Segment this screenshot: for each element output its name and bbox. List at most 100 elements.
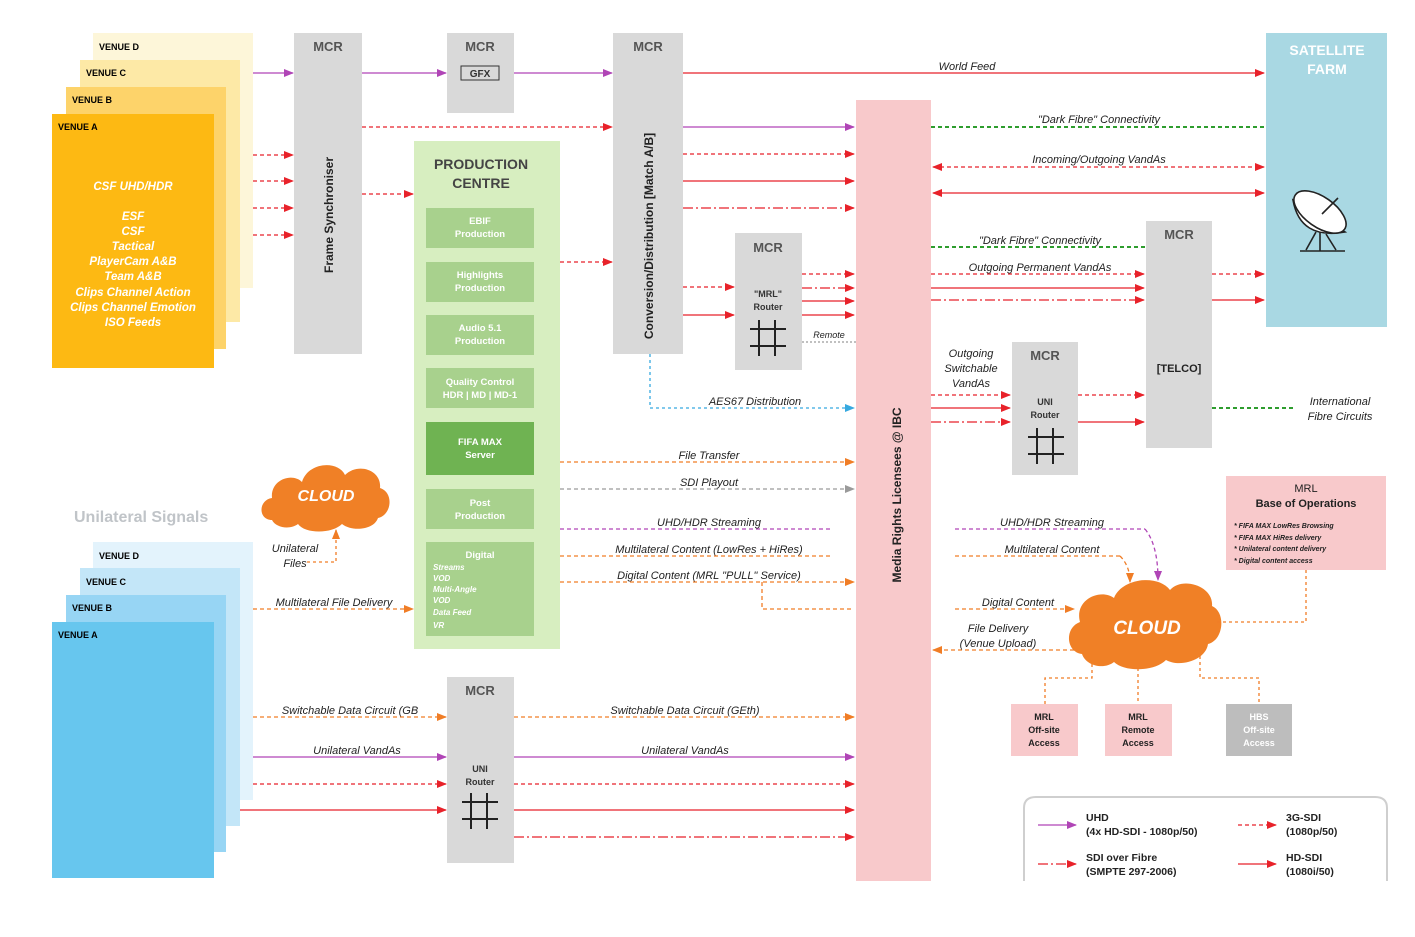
- unilateral-files-label-1: Unilateral: [272, 543, 319, 555]
- audio-box: [426, 315, 534, 355]
- remote-label: Remote: [813, 330, 845, 340]
- intl-fibre-label-1: International: [1310, 396, 1371, 408]
- post-label-1: Post: [470, 498, 491, 509]
- outgoing-switchable-label-1: Outgoing: [949, 348, 995, 360]
- legend-uhd-2: (4x HD-SDI - 1080p/50): [1086, 826, 1197, 838]
- quality-control-label-1: Quality Control: [446, 377, 515, 388]
- venue-a-card-bottom: [52, 622, 214, 878]
- mcr-conversion-box: [613, 33, 683, 354]
- uni-router-right-grid-icon: [1028, 428, 1064, 464]
- mrl-router-label-2: Router: [754, 302, 783, 312]
- intl-fibre-label-2: Fibre Circuits: [1308, 411, 1373, 423]
- mcr-gfx-box: [447, 33, 514, 113]
- digital-title: Digital: [465, 550, 494, 561]
- file-transfer-label: File Transfer: [679, 450, 741, 462]
- legend-3g-2: (1080p/50): [1286, 826, 1337, 838]
- mcr-uni-router-bottom-box: [447, 677, 514, 863]
- feed-tactical: Tactical: [112, 241, 155, 253]
- satellite-farm-box: [1266, 33, 1387, 327]
- quality-control-label-2: HDR | MD | MD-1: [443, 390, 518, 401]
- mcr-mrl-router-box: [735, 233, 802, 370]
- incoming-outgoing-label: Incoming/Outgoing VandAs: [1032, 154, 1166, 166]
- cloud-right-shape: [1068, 580, 1222, 670]
- digital-item: VR: [433, 621, 444, 630]
- aes67-label: AES67 Distribution: [708, 396, 801, 408]
- access-label: Access: [1122, 738, 1154, 748]
- ebif-label-1: EBIF: [469, 216, 491, 227]
- multilateral-lowres-label: Multilateral Content (LowRes + HiRes): [615, 544, 803, 556]
- access-label: Off-site: [1028, 725, 1060, 735]
- dark-fibre-label-2: "Dark Fibre" Connectivity: [979, 235, 1103, 247]
- access-label: MRL: [1034, 712, 1054, 722]
- digital-item: VOD: [433, 574, 451, 583]
- venue-stack-top: VENUE D VENUE C VENUE B VENUE A CSF UHD/…: [52, 33, 253, 368]
- mcr-label-5: MCR: [1164, 227, 1194, 242]
- file-delivery-label-1: File Delivery: [968, 623, 1030, 635]
- highlights-label-1: Highlights: [457, 270, 503, 281]
- hbs-offsite-access-box: [1226, 704, 1292, 756]
- access-label: Remote: [1121, 725, 1154, 735]
- mcr-label-2: MCR: [465, 39, 495, 54]
- mrl-router-grid-icon: [750, 320, 786, 356]
- cloud-left-label: CLOUD: [298, 488, 355, 505]
- legend-uhd-1: UHD: [1086, 812, 1109, 824]
- uni-router-bottom-label-2: Router: [466, 777, 495, 787]
- access-label: Access: [1028, 738, 1060, 748]
- dark-fibre-label-1: "Dark Fibre" Connectivity: [1038, 114, 1162, 126]
- world-feed-label: World Feed: [939, 61, 997, 73]
- legend-hd-sdi-1: HD-SDI: [1286, 852, 1322, 864]
- unilateral-vandas-right-label: Unilateral VandAs: [641, 745, 729, 757]
- venue-b-label: VENUE B: [72, 95, 113, 105]
- gfx-label: GFX: [470, 69, 491, 80]
- access-label: MRL: [1128, 712, 1148, 722]
- mrl-base-item: * FIFA MAX HiRes delivery: [1234, 535, 1322, 542]
- access-label: HBS: [1249, 712, 1268, 722]
- gfx-badge: [460, 65, 500, 81]
- uni-router-right-label-1: UNI: [1037, 397, 1053, 407]
- outgoing-switchable-label-2: Switchable: [944, 363, 997, 375]
- digital-item: VOD: [433, 596, 451, 605]
- venue-a-label-bottom: VENUE A: [58, 630, 98, 640]
- mcr-label-6: MCR: [1030, 348, 1060, 363]
- switchable-geth-label: Switchable Data Circuit (GEth): [610, 705, 759, 717]
- mcr-label-7: MCR: [465, 683, 495, 698]
- ebif-label-2: Production: [455, 229, 505, 240]
- mrl-router-label-1: "MRL": [754, 289, 782, 299]
- outgoing-switchable-label-3: VandAs: [952, 378, 991, 390]
- mcr-label-3: MCR: [633, 39, 663, 54]
- highlights-box: [426, 262, 534, 302]
- audio-label-1: Audio 5.1: [459, 323, 502, 334]
- sdi-playout-label: SDI Playout: [680, 477, 739, 489]
- mrl-base-box: [1226, 476, 1386, 570]
- production-title-2: CENTRE: [452, 175, 510, 191]
- mrl-base-item: * FIFA MAX LowRes Browsing: [1234, 523, 1334, 530]
- post-label-2: Production: [455, 511, 505, 522]
- digital-item: Streams: [433, 563, 465, 572]
- access-label: Off-site: [1243, 725, 1275, 735]
- digital-content-pull-label: Digital Content (MRL "PULL" Service): [617, 570, 801, 582]
- mcr-telco-box: [1146, 221, 1212, 448]
- venue-b-label-bottom: VENUE B: [72, 603, 113, 613]
- mcr-label-1: MCR: [313, 39, 343, 54]
- venue-a-label: VENUE A: [58, 122, 98, 132]
- venue-a-card: [52, 114, 214, 368]
- uni-router-bottom-label-1: UNI: [472, 764, 488, 774]
- feed-team: Team A&B: [104, 271, 161, 283]
- mrl-ibc-label: Media Rights Licensees @ IBC: [890, 407, 904, 582]
- legend: UHD (4x HD-SDI - 1080p/50) 3G-SDI (1080p…: [1023, 796, 1388, 881]
- venue-d-label-bottom: VENUE D: [99, 551, 140, 561]
- unilateral-files-label-2: Files: [283, 558, 307, 570]
- venue-c-label-bottom: VENUE C: [86, 577, 127, 587]
- switchable-gb-label: Switchable Data Circuit (GB: [282, 705, 418, 717]
- feed-clips-emotion: Clips Channel Emotion: [70, 302, 196, 314]
- satellite-dish-icon: [1291, 190, 1348, 252]
- unilateral-vandas-left-label: Unilateral VandAs: [313, 745, 401, 757]
- digital-content-label: Digital Content: [982, 597, 1055, 609]
- feed-csf-uhd: CSF UHD/HDR: [93, 181, 173, 193]
- mrl-remote-access-box: [1105, 704, 1172, 756]
- post-production-box: [426, 489, 534, 529]
- mrl-base-item: * Unilateral content delivery: [1234, 546, 1327, 553]
- ebif-box: [426, 208, 534, 248]
- fifa-max-label-2: Server: [465, 450, 495, 461]
